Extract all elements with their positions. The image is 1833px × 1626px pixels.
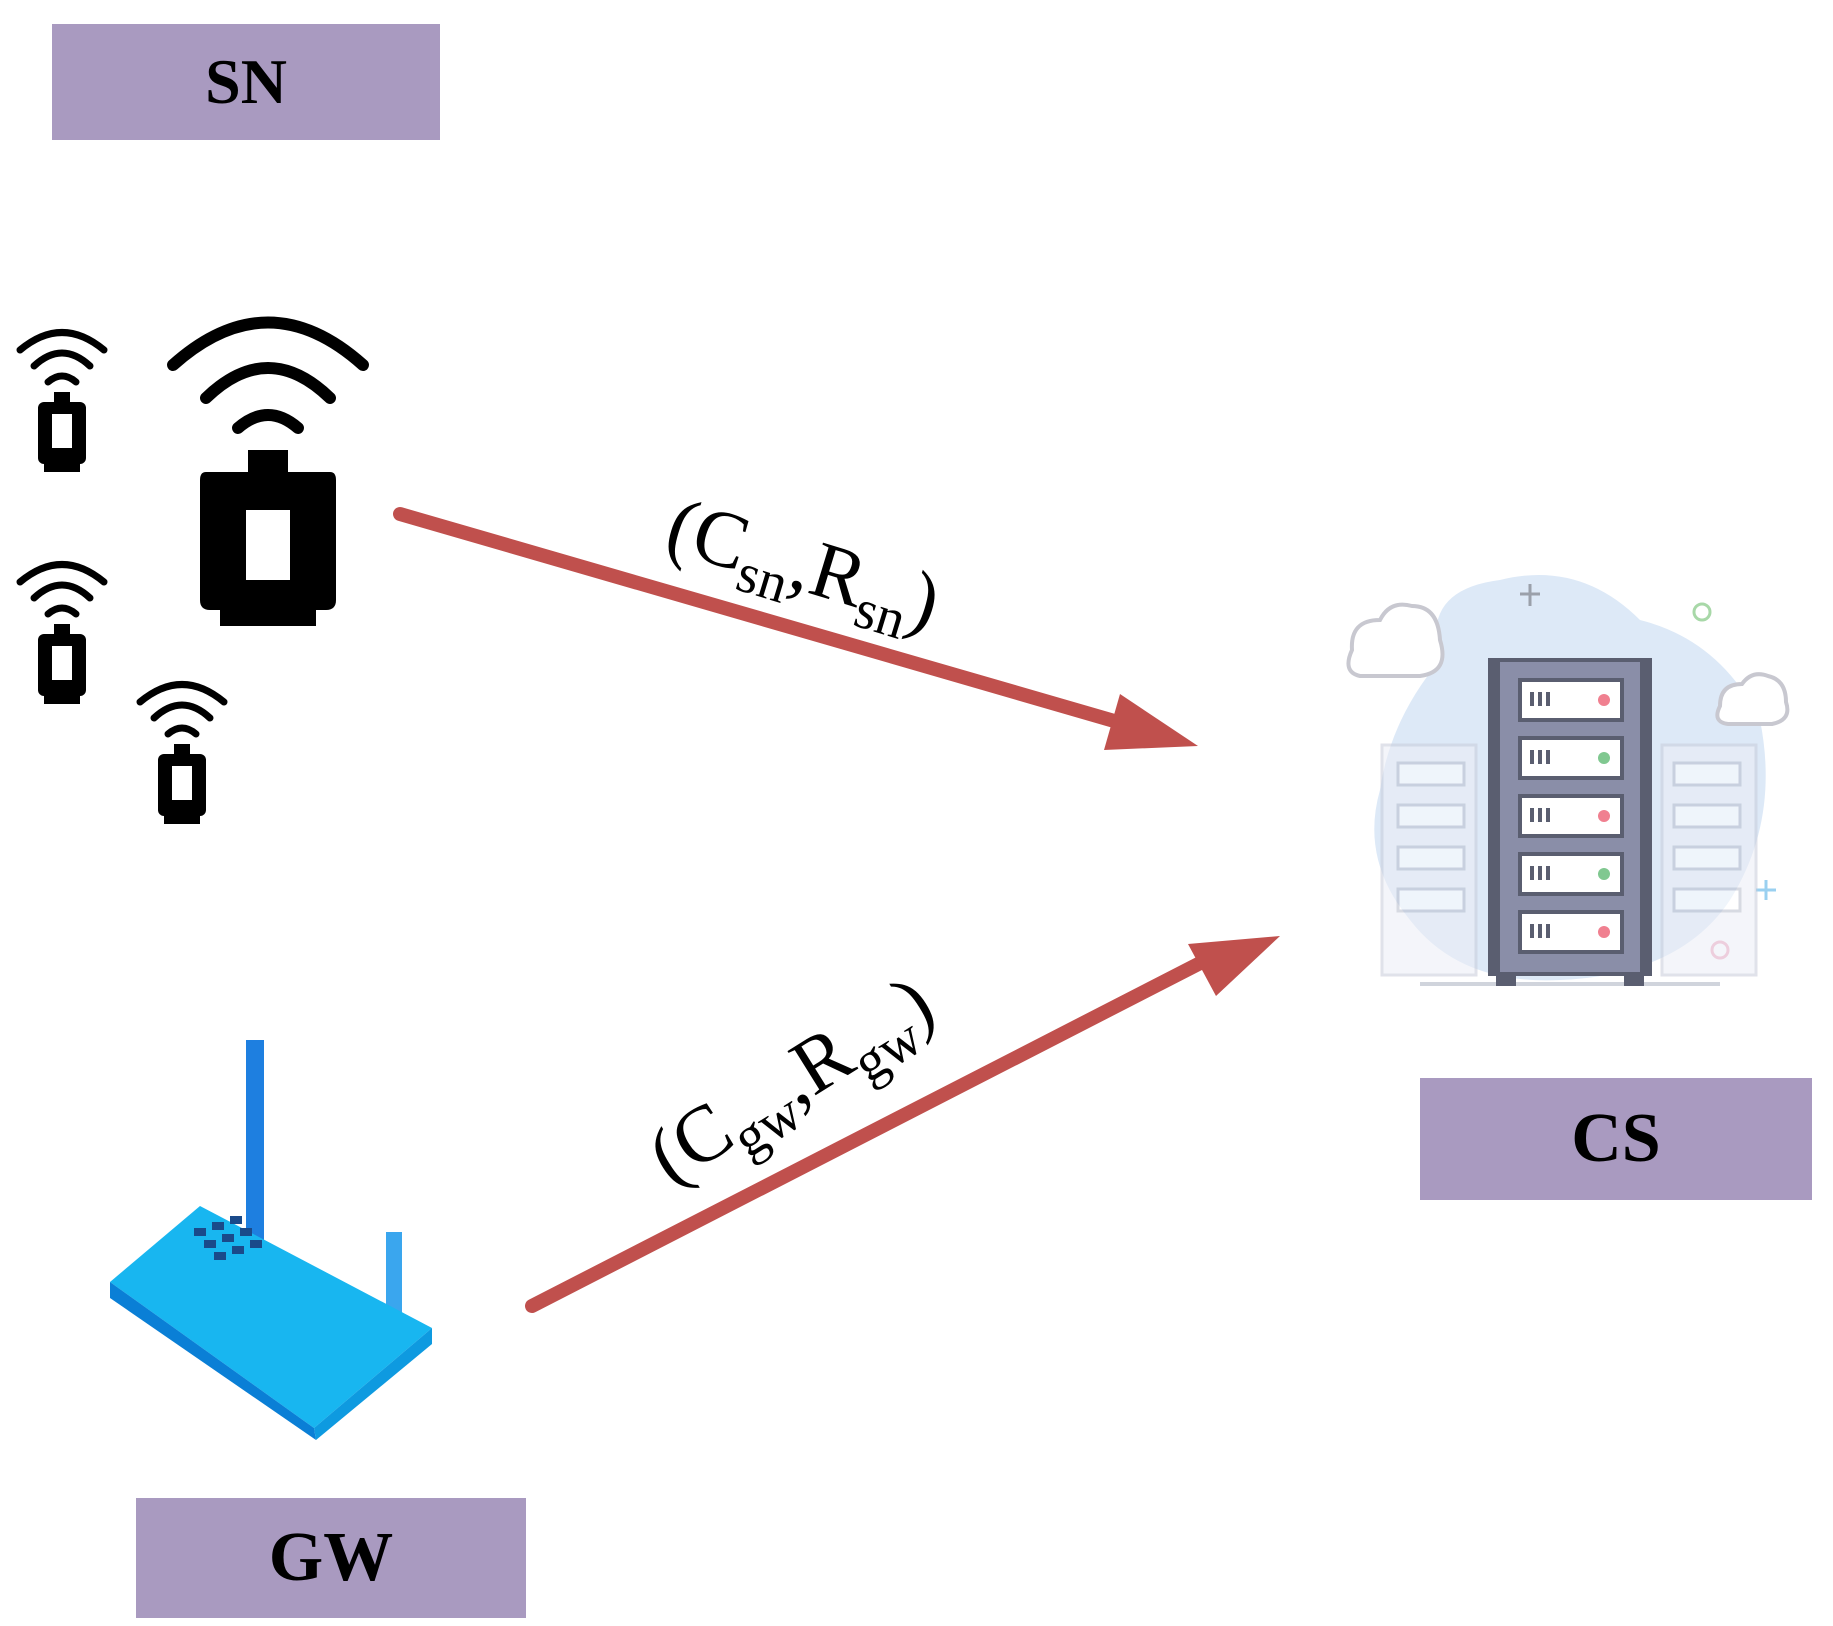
gw-label-text: GW	[268, 1519, 394, 1596]
arrow-gw-to-cs	[525, 936, 1280, 1313]
sensor-node-icon	[20, 565, 104, 705]
cs-label-text: CS	[1571, 1100, 1661, 1177]
cs-label: CS	[1420, 1078, 1812, 1200]
sensor-node-icon	[20, 333, 104, 473]
arrow-sn-to-cs	[393, 507, 1198, 750]
router-icon	[110, 1040, 432, 1440]
sn-label: SN	[52, 24, 440, 140]
gw-label: GW	[136, 1498, 526, 1618]
server-rack-icon	[1346, 575, 1790, 986]
sn-label-text: SN	[205, 46, 287, 117]
sensor-node-icon	[167, 316, 369, 626]
sensor-node-icon	[140, 685, 224, 825]
